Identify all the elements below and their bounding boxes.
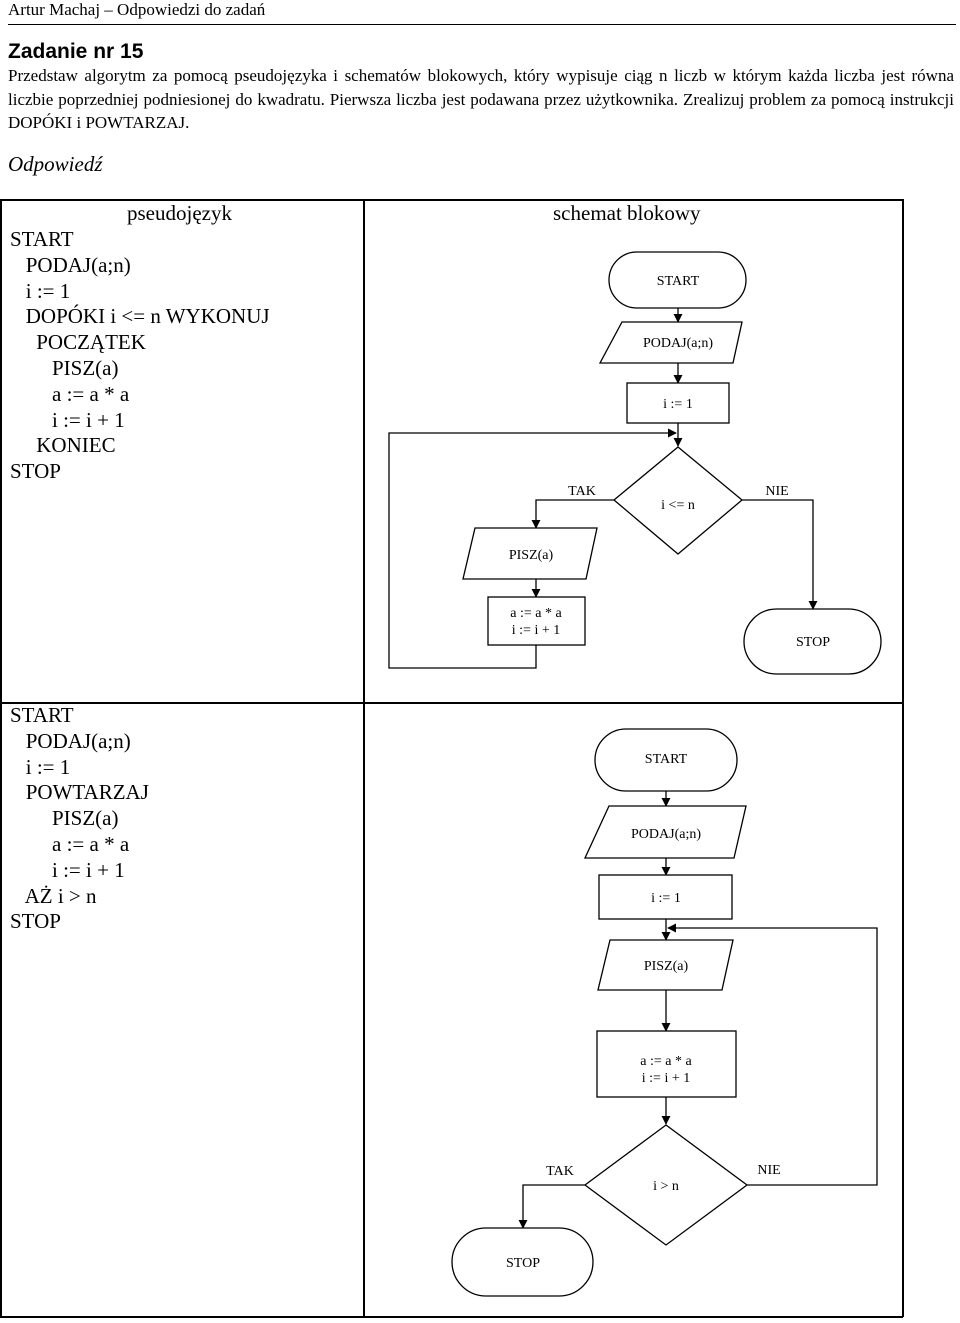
repeat-step1-label: a := a * a [640,1054,692,1069]
task-description: Przedstaw algorytm za pomocą pseudojęzyk… [8,66,954,132]
while-pseudocode-line: KONIEC [10,433,116,458]
repeat-yes-label: TAK [546,1164,574,1179]
repeat-pseudocode-line: PODAJ(a;n) [10,728,131,753]
repeat-input-label: PODAJ(a;n) [631,827,701,842]
repeat-start-label: START [645,752,688,767]
while-init-label: i := 1 [663,397,693,412]
while-step1-label: a := a * a [510,606,562,621]
repeat-output-parallelogram [597,939,734,991]
while-stop-terminal [743,608,882,675]
while-pseudocode-line: DOPÓKI i <= n WYKONUJ [10,304,270,329]
table-border-bottom [0,1316,903,1318]
while-output-parallelogram [462,527,598,580]
repeat-condition-diamond [583,1124,749,1246]
repeat-stop-terminal [451,1227,594,1297]
header-divider [8,24,956,25]
while-condition-label: i <= n [661,498,695,513]
repeat-output-label: PISZ(a) [644,959,689,974]
repeat-pseudocode-line: a := a * a [10,831,130,856]
answer-heading: Odpowiedź [8,152,103,176]
repeat-condition-label: i > n [653,1179,679,1194]
repeat-process-box [596,1030,737,1098]
repeat-pseudocode-line: POWTARZAJ [10,780,149,805]
while-process-box [487,596,586,646]
page-header: Artur Machaj – Odpowiedzi do zadań [8,0,266,19]
while-pseudocode-line: START [10,227,74,251]
repeat-pseudocode-line: i := i + 1 [10,857,125,882]
while-pseudocode-line: STOP [10,459,61,484]
table-border-right [902,199,904,1317]
while-pseudocode-line: PISZ(a) [10,355,119,380]
repeat-stop-label: STOP [506,1256,540,1271]
repeat-pseudocode-line: AŻ i > n [10,883,97,908]
repeat-input-parallelogram [583,805,747,859]
task-title: Zadanie nr 15 [8,40,144,63]
while-pseudocode-line: i := i + 1 [10,407,125,432]
repeat-pseudocode-line: PISZ(a) [10,806,119,831]
repeat-init-label: i := 1 [651,891,681,906]
repeat-step2-label: i := i + 1 [642,1071,690,1086]
while-stop-label: STOP [796,635,830,650]
while-start-label: START [657,274,700,289]
while-step2-label: i := i + 1 [512,623,560,638]
repeat-pseudocode: START PODAJ(a;n) i := 1 POWTARZAJ PISZ(a… [10,703,149,935]
column-heading-flowchart: schemat blokowy [553,201,701,225]
while-output-label: PISZ(a) [509,548,554,563]
while-pseudocode-line: a := a * a [10,381,130,406]
while-no-label: NIE [765,484,788,499]
while-input-parallelogram [598,321,743,364]
while-pseudocode-line: i := 1 [10,278,71,303]
while-pseudocode-line: PODAJ(a;n) [10,252,131,277]
table-border-center [363,199,365,1317]
while-condition-diamond [612,446,744,555]
repeat-pseudocode-line: STOP [10,909,61,934]
while-yes-label: TAK [568,484,596,499]
while-pseudocode-line: POCZĄTEK [10,330,146,355]
repeat-no-label: NIE [757,1163,780,1178]
while-input-label: PODAJ(a;n) [643,336,713,351]
table-border-left [0,199,2,1317]
repeat-pseudocode-line: START [10,703,74,727]
answer-table: pseudojęzyk schemat blokowy START PODAJ(… [0,199,904,1318]
column-heading-pseudocode: pseudojęzyk [127,201,232,225]
while-pseudocode: START PODAJ(a;n) i := 1 DOPÓKI i <= n WY… [10,227,270,485]
repeat-init-box [598,874,733,920]
table-border-middle [0,702,903,704]
repeat-pseudocode-line: i := 1 [10,754,71,779]
table-border-top [0,199,903,201]
